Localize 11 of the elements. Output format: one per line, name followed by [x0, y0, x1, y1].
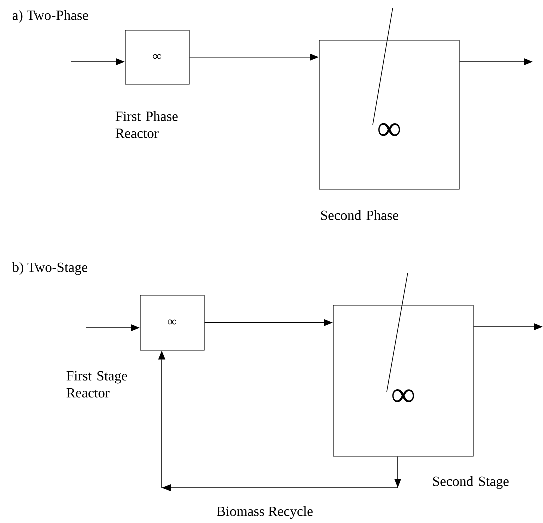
section-title: a) Two-Phase — [12, 10, 88, 24]
reactor-caption: Second Stage — [433, 476, 509, 490]
reactor-box: ∞ — [319, 40, 460, 190]
reactor-box: ∞ — [140, 295, 205, 351]
reactor-caption: First Phase Reactor — [116, 111, 178, 138]
reactor-box: ∞ — [125, 30, 190, 85]
edge-label: Biomass Recycle — [216, 505, 314, 520]
reactor-caption: First Stage Reactor — [66, 371, 128, 398]
reactor-box: ∞ — [333, 305, 474, 457]
reactor-caption: Second Phase — [321, 210, 398, 220]
section-title: b) Two-Stage — [12, 262, 88, 276]
